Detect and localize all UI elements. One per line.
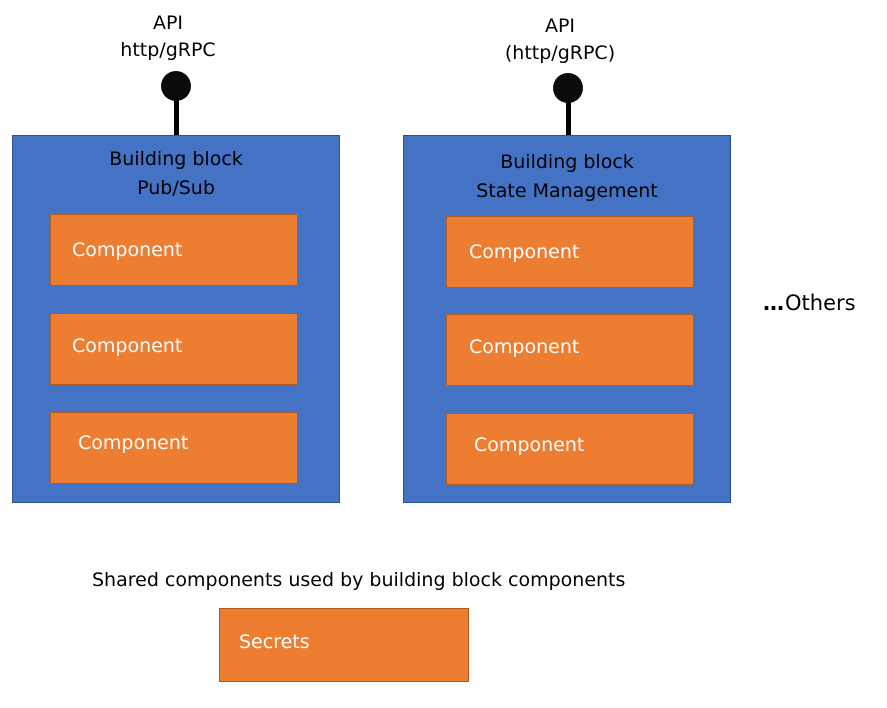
- others-text: Others: [785, 291, 856, 315]
- component-label: Component: [72, 335, 183, 357]
- component-label: Component: [469, 241, 580, 263]
- block-title-state-management: Building block State Management: [404, 148, 730, 206]
- component-box: Component: [446, 413, 694, 485]
- api-label-line2: (http/gRPC): [504, 42, 616, 64]
- api-connector-pubsub: [174, 99, 179, 136]
- component-box: Component: [446, 314, 694, 386]
- secrets-box: Secrets: [219, 608, 469, 682]
- others-label: …Others: [763, 288, 856, 318]
- api-endpoint-dot-pubsub: [161, 71, 191, 101]
- building-block-pubsub: Building block Pub/Sub Component Compone…: [12, 135, 340, 503]
- shared-components-caption: Shared components used by building block…: [92, 569, 626, 591]
- ellipsis: …: [763, 291, 785, 315]
- component-label: Component: [474, 434, 585, 456]
- block-title-line1: Building block: [500, 151, 634, 173]
- block-title-line2: State Management: [476, 180, 658, 202]
- component-box: Component: [50, 313, 298, 385]
- api-connector-state: [566, 101, 571, 136]
- api-label-pubsub: API http/gRPC: [108, 10, 228, 64]
- block-title-pubsub: Building block Pub/Sub: [13, 145, 339, 203]
- component-box: Component: [446, 216, 694, 288]
- block-title-line1: Building block: [109, 148, 243, 170]
- component-label: Component: [72, 239, 183, 261]
- api-label-state: API (http/gRPC): [500, 13, 620, 67]
- api-label-line1: API: [544, 15, 576, 37]
- api-label-line2: http/gRPC: [120, 39, 216, 61]
- api-label-line1: API: [152, 12, 184, 34]
- block-title-line2: Pub/Sub: [137, 177, 215, 199]
- building-block-state-management: Building block State Management Componen…: [403, 135, 731, 503]
- component-box: Component: [50, 412, 298, 484]
- component-label: Component: [469, 336, 580, 358]
- component-label: Component: [78, 432, 189, 454]
- component-box: Component: [50, 214, 298, 286]
- api-endpoint-dot-state: [553, 73, 583, 103]
- secrets-label: Secrets: [239, 631, 310, 653]
